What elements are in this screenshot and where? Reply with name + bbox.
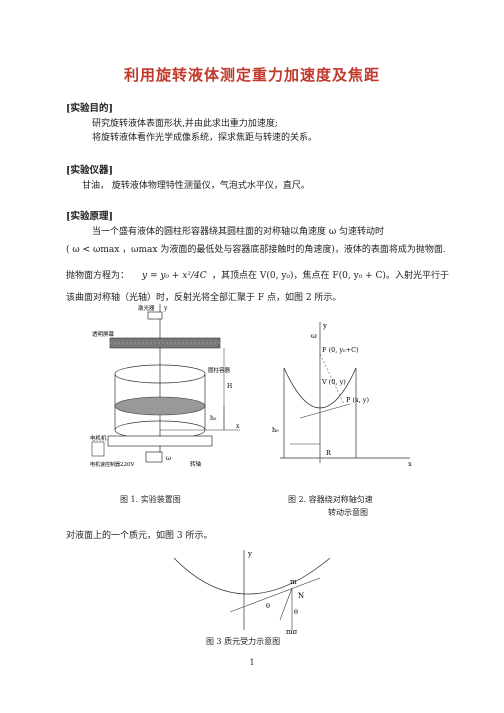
figure-1-caption: 图 1. 实验装置图 <box>120 495 181 504</box>
figure-1-apparatus: y 激光器 透明屏幕 圆柱容器 H h₀ x 电机机 电机速控制器 220V 转… <box>90 304 240 468</box>
principle-line-3b: ，其顶点在 V(0, y₀)，焦点在 F(0, y₀ + C)。入射光平行于 <box>212 271 449 281</box>
fig2-label-x: x <box>408 460 412 468</box>
fig3-label-y: y <box>247 550 252 558</box>
principle-line-1: 当一个盛有液体的圆柱形容器绕其圆柱面的对称轴以角速度 ω 匀速转动时 <box>92 227 385 237</box>
figure-3-intro: 对液面上的一个质元，如图 3 所示。 <box>66 531 213 541</box>
fig1-label-container: 圆柱容器 <box>208 366 231 374</box>
fig2-label-F: F (0, y₀+C) <box>322 346 359 354</box>
fig1-label-voltage: 220V <box>120 462 135 468</box>
fig2-label-omega: ω <box>311 332 317 340</box>
figure-2-caption-line-2: 转动示意图 <box>328 508 368 517</box>
fig3-label-N: N <box>298 592 304 600</box>
fig1-label-x: x <box>236 423 240 430</box>
apparatus-line: 甘油， 旋转液体物理特性测量仪，气泡式水平仪，直尺。 <box>82 181 310 191</box>
page-title: 利用旋转液体测定重力加速度及焦距 <box>123 66 380 84</box>
fig3-label-m: m <box>290 578 297 586</box>
fig1-label-motor: 电机机 <box>90 434 107 442</box>
fig1-label-screen: 透明屏幕 <box>92 330 115 338</box>
principle-line-3a: 抛物面方程为： <box>66 271 130 281</box>
figure-3-force-diagram: y m N θ θ mg <box>173 550 331 634</box>
fig2-label-R: R <box>326 449 332 457</box>
parabola-formula: y = y₀ + x²/4C <box>142 271 207 281</box>
figure-2-parabola: y ω F (0, y₀+C) V (0, y) P (x, y) h₀ R x <box>272 322 412 468</box>
fig1-label-y: y <box>163 305 168 312</box>
fig1-label-h0: h₀ <box>210 415 217 422</box>
figure-3-caption: 图 3 质元受力示意图 <box>206 637 281 646</box>
fig3-label-theta-1: θ <box>266 602 270 610</box>
section-heading-principle: [实验原理] <box>66 211 113 222</box>
fig2-label-h0: h₀ <box>272 426 279 434</box>
fig1-label-omega: ω <box>166 455 171 462</box>
fig1-label-controller: 电机速控制器 <box>90 461 120 468</box>
fig2-label-y: y <box>322 322 327 330</box>
page-number: 1 <box>249 658 255 667</box>
fig1-label-H: H <box>227 383 232 390</box>
purpose-line-2: 将旋转液体看作光学成像系统，探求焦距与转速的关系。 <box>92 133 318 143</box>
fig1-label-laser: 激光器 <box>138 304 155 312</box>
principle-line-2: ( ω < ωmax ，ωmax 为液面的最低处与容器底部接触时的角速度)，液体… <box>66 245 446 255</box>
principle-line-4: 该曲面对称轴（光轴）时，反射光将全部汇聚于 F 点，如图 2 所示。 <box>66 293 342 303</box>
fig3-label-theta-2: θ <box>294 608 298 616</box>
fig3-label-mg: mg <box>286 628 298 634</box>
section-heading-apparatus: [实验仪器] <box>66 165 113 176</box>
fig2-label-P: P (x, y) <box>346 396 369 404</box>
fig1-label-axis: 转轴 <box>190 460 202 468</box>
figure-2-caption-line-1: 图 2. 容器绕对称轴匀速 <box>288 495 373 504</box>
fig2-label-V: V (0, y) <box>321 378 346 386</box>
section-heading-purpose: [实验目的] <box>66 103 113 114</box>
purpose-line-1: 研究旋转液体表面形状,并由此求出重力加速度; <box>92 119 278 129</box>
